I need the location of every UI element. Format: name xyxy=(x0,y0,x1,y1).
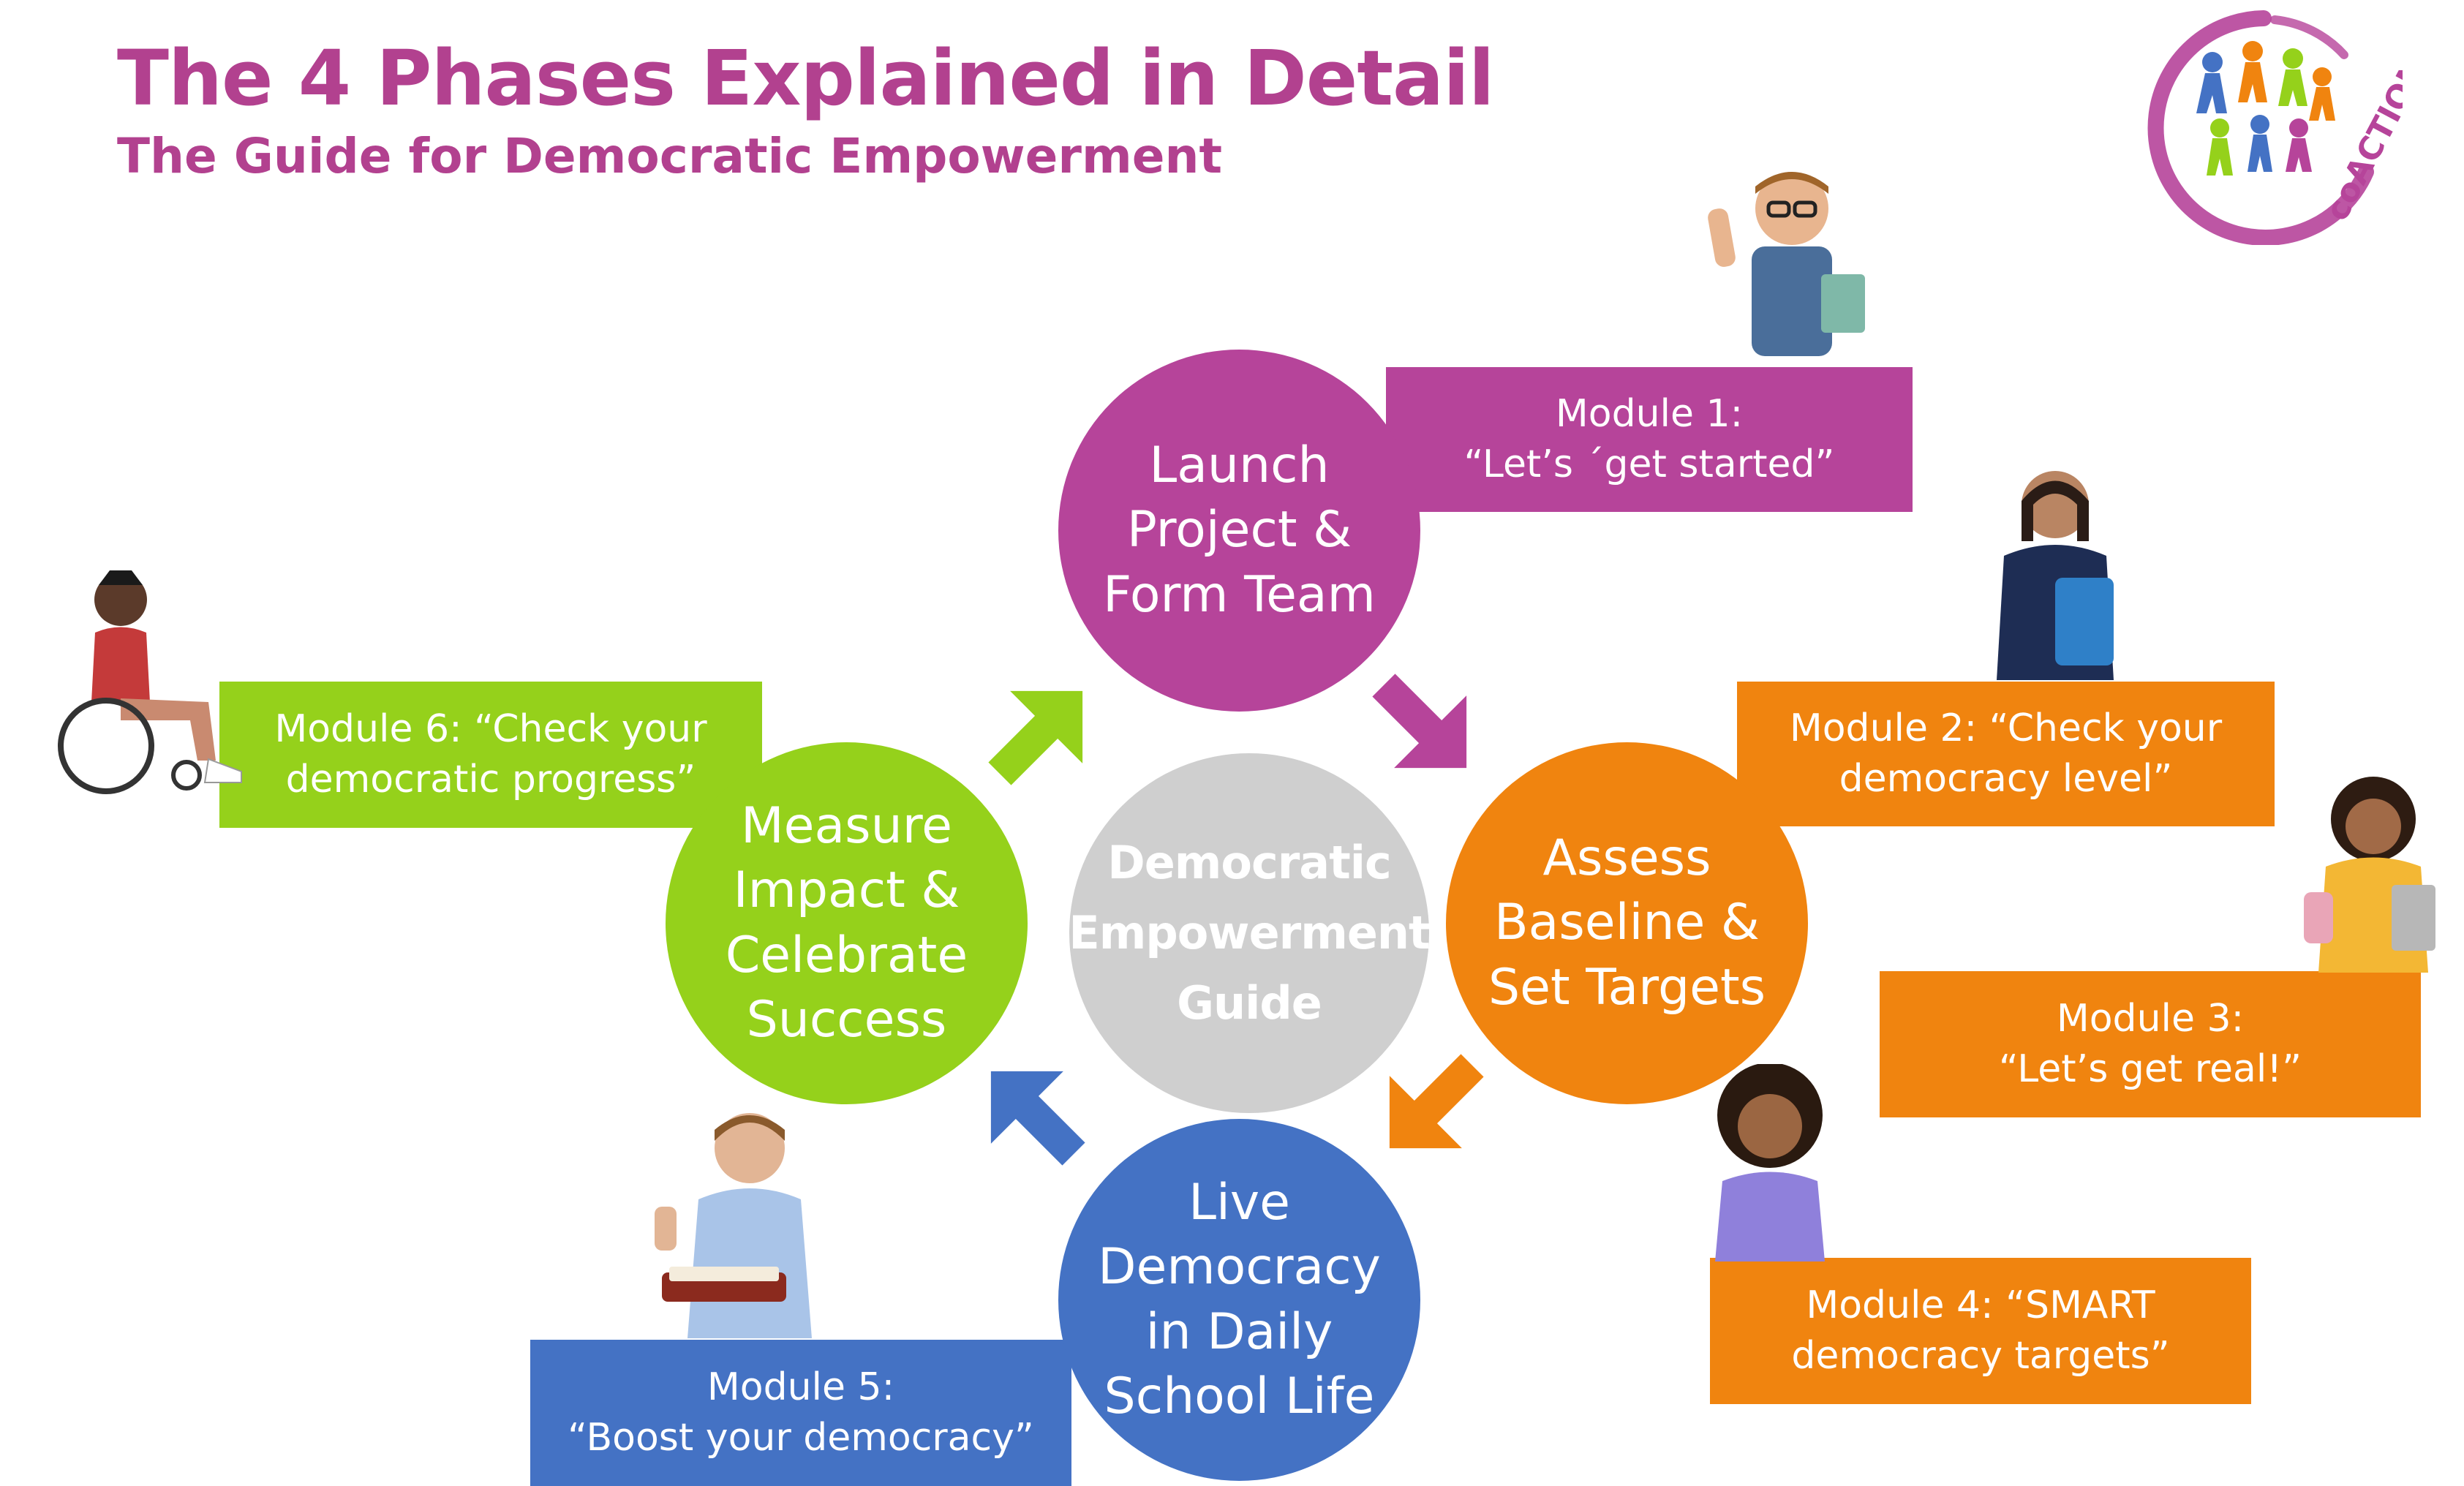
person-icon-girl xyxy=(1715,1064,1825,1261)
person-icon-man-book xyxy=(655,1113,812,1338)
module-3-label: Module 3: “Let’s get real!” xyxy=(1998,997,2302,1091)
module-2-label: Module 2: “Check your democracy level” xyxy=(1789,706,2223,801)
person-icon-woman-folder xyxy=(1997,471,2114,680)
page-subtitle: The Guide for Democratic Empowerment xyxy=(117,128,1223,184)
person-icon-woman-wheelchair xyxy=(58,570,242,794)
arrow-icon-live-to-measure xyxy=(990,1071,1085,1166)
phase-measure-label: Measure Impact & Celebrate Success xyxy=(725,796,968,1049)
module-5-box: Module 5: “Boost your democracy” xyxy=(530,1340,1071,1486)
arrow-icon-measure-to-launch xyxy=(988,690,1083,785)
phase-assess-circle: Assess Baseline & Set Targets xyxy=(1446,742,1808,1104)
phase-live-label: Live Democracy in Daily School Life xyxy=(1098,1173,1381,1425)
center-guide-circle: Democratic Empowerment Guide xyxy=(1069,753,1431,1113)
module-1-label: Module 1: “Let’s ´get started” xyxy=(1463,392,1835,486)
module-4-box: Module 4: “SMART democracy targets” xyxy=(1710,1258,2251,1404)
logo-figures xyxy=(2196,41,2335,176)
phase-launch-label: Launch Project & Form Team xyxy=(1103,436,1376,624)
module-2-box: Module 2: “Check your democracy level” xyxy=(1737,682,2275,826)
arrow-icon-assess-to-live xyxy=(1389,1054,1484,1149)
module-3-box: Module 3: “Let’s get real!” xyxy=(1880,971,2421,1117)
phase-assess-label: Assess Baseline & Set Targets xyxy=(1488,829,1766,1017)
coaction-logo: coACTION xyxy=(2147,10,2403,245)
phase-measure-circle: Measure Impact & Celebrate Success xyxy=(666,742,1028,1104)
center-guide-label: Democratic Empowerment Guide xyxy=(1069,835,1430,1030)
person-icon-boy xyxy=(1708,172,1865,356)
module-6-label: Module 6: “Check your democratic progres… xyxy=(274,707,707,802)
phase-live-circle: Live Democracy in Daily School Life xyxy=(1058,1119,1420,1481)
logo-ring xyxy=(2147,10,2374,245)
phase-launch-circle: Launch Project & Form Team xyxy=(1058,350,1420,712)
module-6-box: Module 6: “Check your democratic progres… xyxy=(219,682,762,828)
module-4-label: Module 4: “SMART democracy targets” xyxy=(1791,1283,2170,1378)
module-5-label: Module 5: “Boost your democracy” xyxy=(568,1365,1034,1460)
arrow-icon-launch-to-assess xyxy=(1372,674,1467,769)
page-title: The 4 Phases Explained in Detail xyxy=(117,34,1495,123)
module-1-box: Module 1: “Let’s ´get started” xyxy=(1386,367,1913,512)
person-icon-woman-books xyxy=(2304,777,2435,973)
